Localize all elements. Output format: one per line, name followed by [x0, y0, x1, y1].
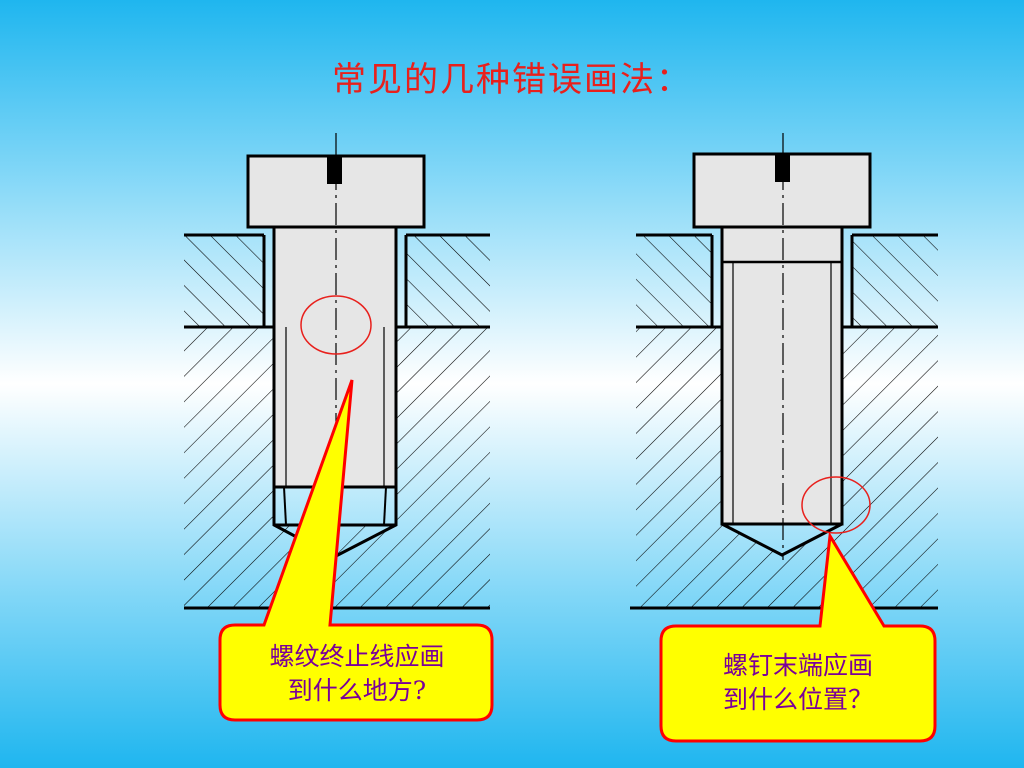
- right-top-plate-hatch-left: [636, 235, 712, 327]
- left-highlight-circle: [300, 295, 372, 355]
- right-callout-bubble: [659, 531, 937, 743]
- right-bottom-plate-hatch-right: [842, 327, 938, 608]
- left-callout-bubble: [218, 379, 494, 722]
- right-callout-line-1: 螺钉末端应画: [722, 651, 873, 680]
- right-screw-figure: [630, 133, 938, 610]
- right-bottom-plate-hatch-left: [636, 327, 722, 608]
- right-top-plate-hatch-right: [852, 235, 938, 327]
- left-top-plate-hatch-right: [406, 235, 490, 327]
- right-highlight-circle: [801, 476, 871, 534]
- left-callout-text: 螺纹终止线应画 到什么地方?: [226, 640, 488, 708]
- slide-title: 常见的几种错误画法：: [332, 60, 692, 100]
- left-bottom-plate-hatch-right: [396, 327, 490, 608]
- left-callout-line-2: 到什么地方?: [287, 676, 427, 705]
- right-callout-line-2: 到什么位置？: [722, 685, 873, 714]
- right-drill-tip: [721, 522, 843, 557]
- left-callout-line-1: 螺纹终止线应画: [269, 642, 445, 671]
- left-head-slot: [327, 156, 342, 184]
- left-top-plate-hatch-left: [184, 235, 264, 327]
- right-callout-text: 螺钉末端应画 到什么位置？: [666, 649, 930, 717]
- left-bottom-plate-hatch-left: [184, 327, 274, 608]
- left-screw-figure: [184, 133, 490, 610]
